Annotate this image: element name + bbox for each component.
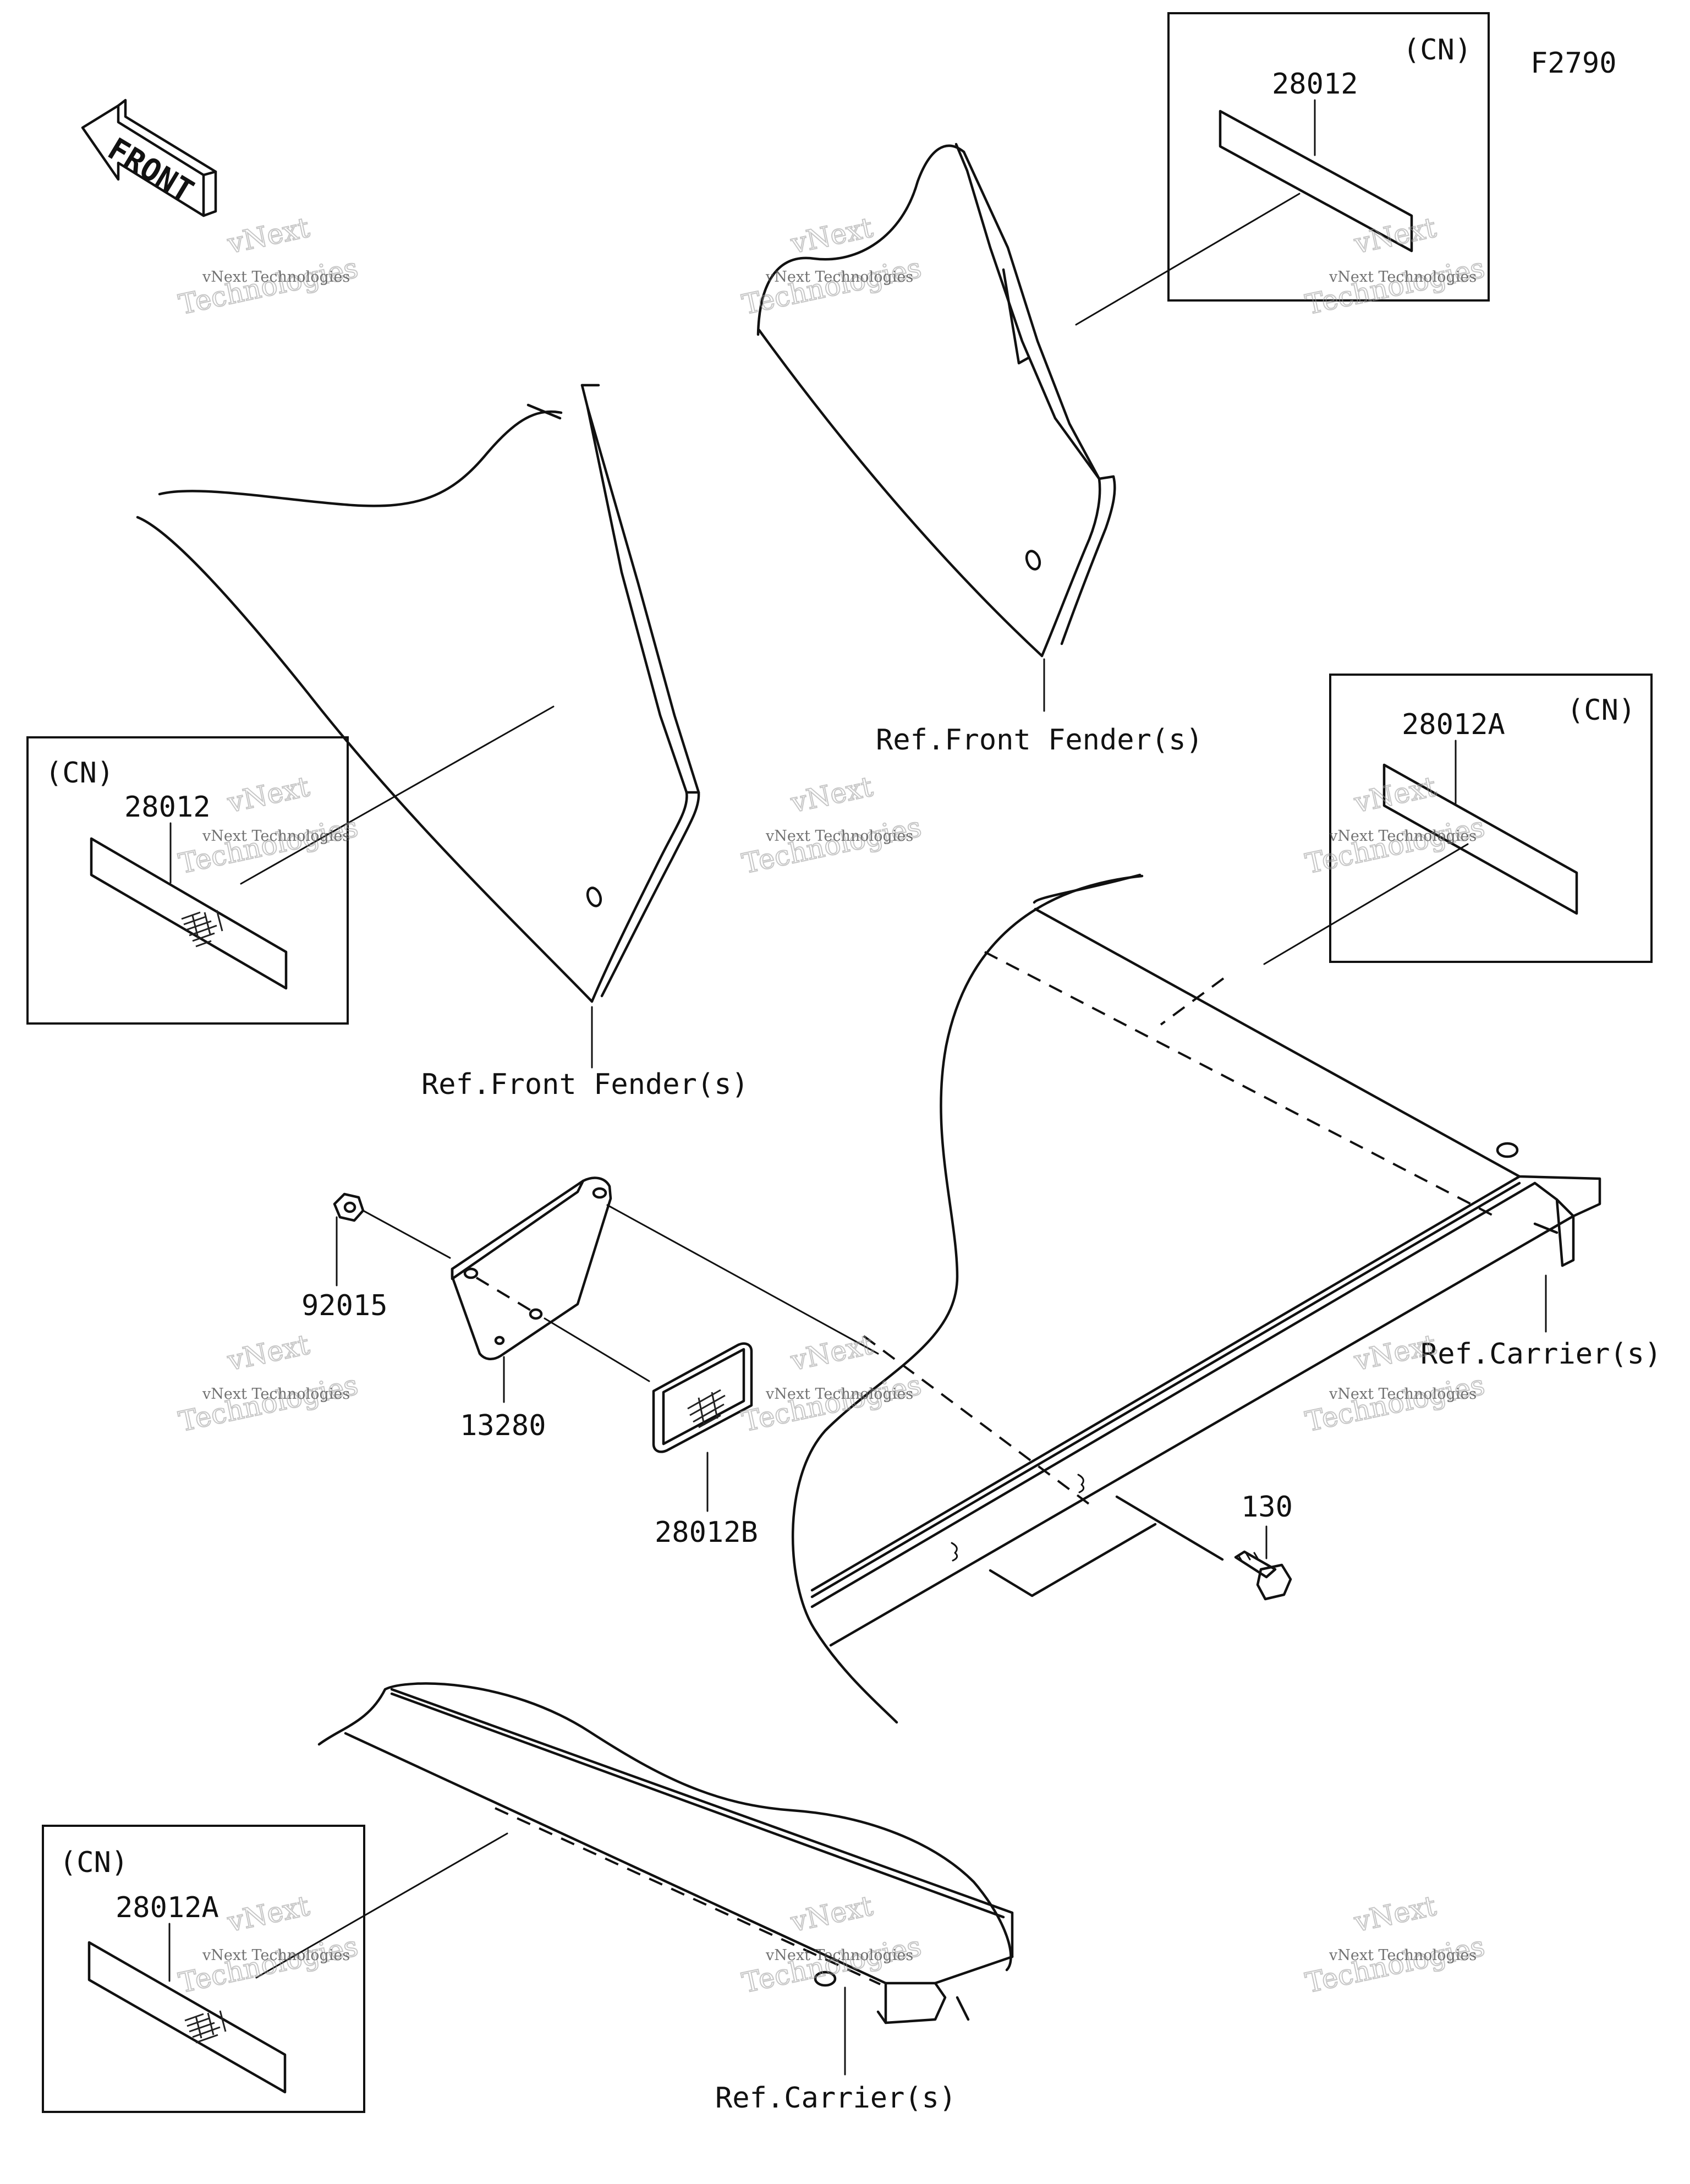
svg-text:Technologies: Technologies [176,1369,361,1438]
region-tag-bottom: (CN) [59,1846,128,1879]
svg-text:vNext: vNext [224,1890,312,1938]
front-fender-left [136,384,700,1069]
reflector-28012B [652,1342,753,1453]
part-number-13280: 13280 [460,1409,546,1442]
region-tag-left: (CN) [45,757,114,790]
svg-text:vNext Technologies: vNext Technologies [1329,269,1477,286]
label-box-left: (CN) 28012 [26,736,349,1025]
svg-text:Technologies: Technologies [1303,1930,1488,2000]
label-box-top-right: (CN) 28012 [1167,12,1490,302]
part-number-28012-left: 28012 [124,791,211,824]
label-box-right: (CN) 28012A [1329,674,1653,963]
svg-text:vNext Technologies: vNext Technologies [202,269,350,286]
svg-text:Technologies: Technologies [176,1930,361,2000]
svg-text:vNext Technologies: vNext Technologies [765,1947,913,1964]
part-number-130: 130 [1241,1491,1293,1524]
svg-text:Technologies: Technologies [739,811,924,880]
carrier-bottom [317,1682,1014,2024]
watermarks: vNext Technologies vNext Technologies vN… [175,211,1488,2000]
svg-text:vNext Technologies: vNext Technologies [202,1947,350,1964]
svg-text:vNext Technologies: vNext Technologies [202,1386,350,1403]
svg-text:vNext: vNext [788,1890,876,1938]
svg-text:Technologies: Technologies [1303,252,1488,321]
part-number-28012B: 28012B [655,1516,758,1549]
svg-text:vNext: vNext [1351,1890,1439,1938]
svg-text:vNext Technologies: vNext Technologies [1329,1386,1477,1403]
part-number-28012: 28012 [1272,68,1358,101]
svg-text:Technologies: Technologies [739,1930,924,2000]
svg-text:vNext Technologies: vNext Technologies [1329,1947,1477,1964]
svg-text:vNext Technologies: vNext Technologies [1329,828,1477,845]
svg-text:vNext: vNext [788,770,876,819]
svg-text:vNext: vNext [224,1328,312,1377]
svg-text:vNext: vNext [224,211,312,260]
region-tag-right: (CN) [1567,694,1636,727]
front-direction-arrow-icon: FRONT [81,98,217,217]
svg-text:vNext: vNext [224,770,312,819]
part-number-92015: 92015 [301,1289,388,1322]
ref-carrier-bottom: Ref.Carrier(s) [715,2082,956,2115]
ref-carrier-right: Ref.Carrier(s) [1420,1338,1661,1371]
ref-front-fender-upper: Ref.Front Fender(s) [876,724,1203,757]
svg-text:Technologies: Technologies [739,252,924,321]
warning-pictogram-bottom-icon [184,2010,227,2044]
svg-text:vNext Technologies: vNext Technologies [765,269,913,286]
svg-text:Technologies: Technologies [739,1369,924,1438]
part-number-28012A-bottom: 28012A [116,1891,219,1924]
front-fender-upper [756,143,1116,712]
svg-text:Technologies: Technologies [1303,1369,1488,1438]
svg-text:vNext: vNext [788,1328,876,1377]
svg-text:vNext Technologies: vNext Technologies [765,1386,913,1403]
region-tag: (CN) [1403,34,1472,67]
svg-text:vNext Technologies: vNext Technologies [765,828,913,845]
reflector-pattern-icon [687,1389,726,1428]
svg-text:vNext Technologies: vNext Technologies [202,828,350,845]
nut-92015-icon [333,1192,365,1222]
ref-front-fender-left: Ref.Front Fender(s) [421,1068,749,1101]
bolt-130-icon [1234,1550,1292,1601]
warning-pictogram-icon [181,910,223,948]
bracket-13280 [451,1176,612,1361]
svg-text:vNext: vNext [1351,211,1439,260]
svg-text:Technologies: Technologies [176,252,361,321]
label-box-bottom-left: (CN) 28012A [42,1825,365,2113]
figure-code: F2790 [1530,47,1617,80]
part-number-28012A-right: 28012A [1402,708,1505,741]
carrier-right [791,873,1601,1724]
svg-text:vNext: vNext [788,211,876,260]
